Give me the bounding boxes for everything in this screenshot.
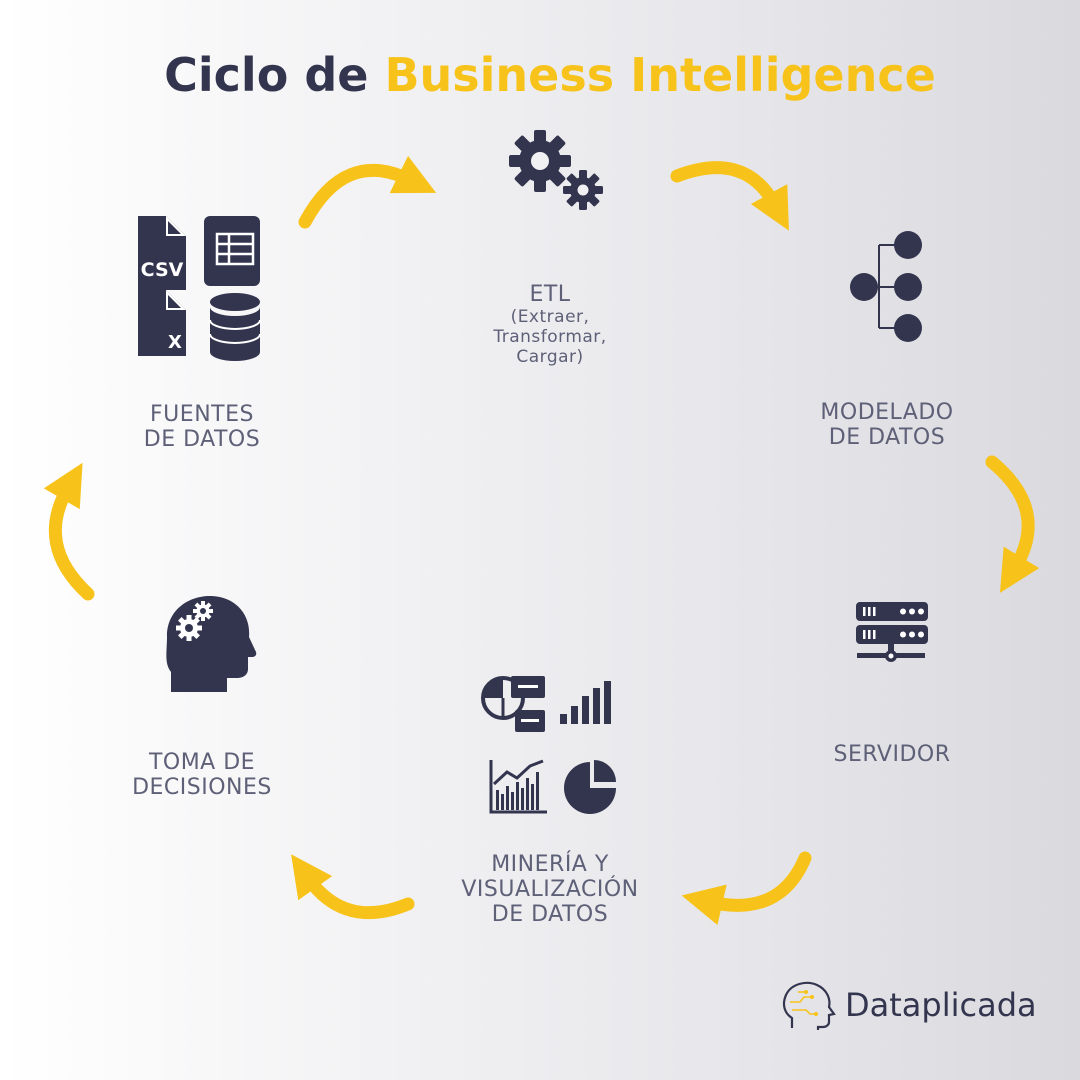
label-mineria: MINERÍA Y VISUALIZACIÓN DE DATOS — [461, 852, 639, 927]
label-servidor: SERVIDOR — [833, 742, 951, 767]
gears-icon — [509, 130, 603, 210]
pie-chart-icon — [564, 760, 616, 814]
pie-dashboard-icon — [481, 676, 545, 732]
hierarchy-icon — [850, 231, 922, 342]
dataplicada-logo-icon — [782, 981, 836, 1030]
label-fuentes: FUENTES DE DATOS — [143, 402, 261, 452]
data-sources-icons: CSV X — [138, 216, 261, 361]
title-part1: Ciclo de — [164, 48, 369, 102]
label-etl: ETL (Extraer, Transformar, Cargar) — [493, 282, 607, 368]
spreadsheet-file-icon — [204, 216, 260, 286]
charts-icons — [481, 676, 616, 814]
label-toma: TOMA DE DECISIONES — [132, 750, 272, 800]
arrow-toma-to-fuentes — [43, 462, 95, 601]
page-title: Ciclo de Business Intelligence — [0, 48, 1080, 102]
arrow-servidor-to-mineria — [681, 851, 812, 926]
arrow-etl-to-modelado — [670, 161, 789, 231]
head-gears-icon — [166, 595, 257, 692]
label-modelado: MODELADO DE DATOS — [820, 400, 954, 450]
csv-text: CSV — [141, 259, 184, 281]
bar-chart-icon — [560, 681, 611, 724]
server-icon — [856, 602, 928, 662]
arrow-fuentes-to-etl — [298, 155, 437, 229]
title-part2: Business Intelligence — [384, 48, 936, 102]
arrow-modelado-to-servidor — [985, 455, 1040, 593]
csv-file-icon: CSV — [138, 216, 186, 290]
database-icon — [209, 293, 261, 361]
brand-name: Dataplicada — [845, 986, 1037, 1024]
line-chart-icon — [489, 759, 547, 814]
arrow-mineria-to-toma — [291, 854, 415, 920]
excel-file-icon: X — [138, 290, 186, 356]
excel-x-text: X — [168, 332, 182, 353]
